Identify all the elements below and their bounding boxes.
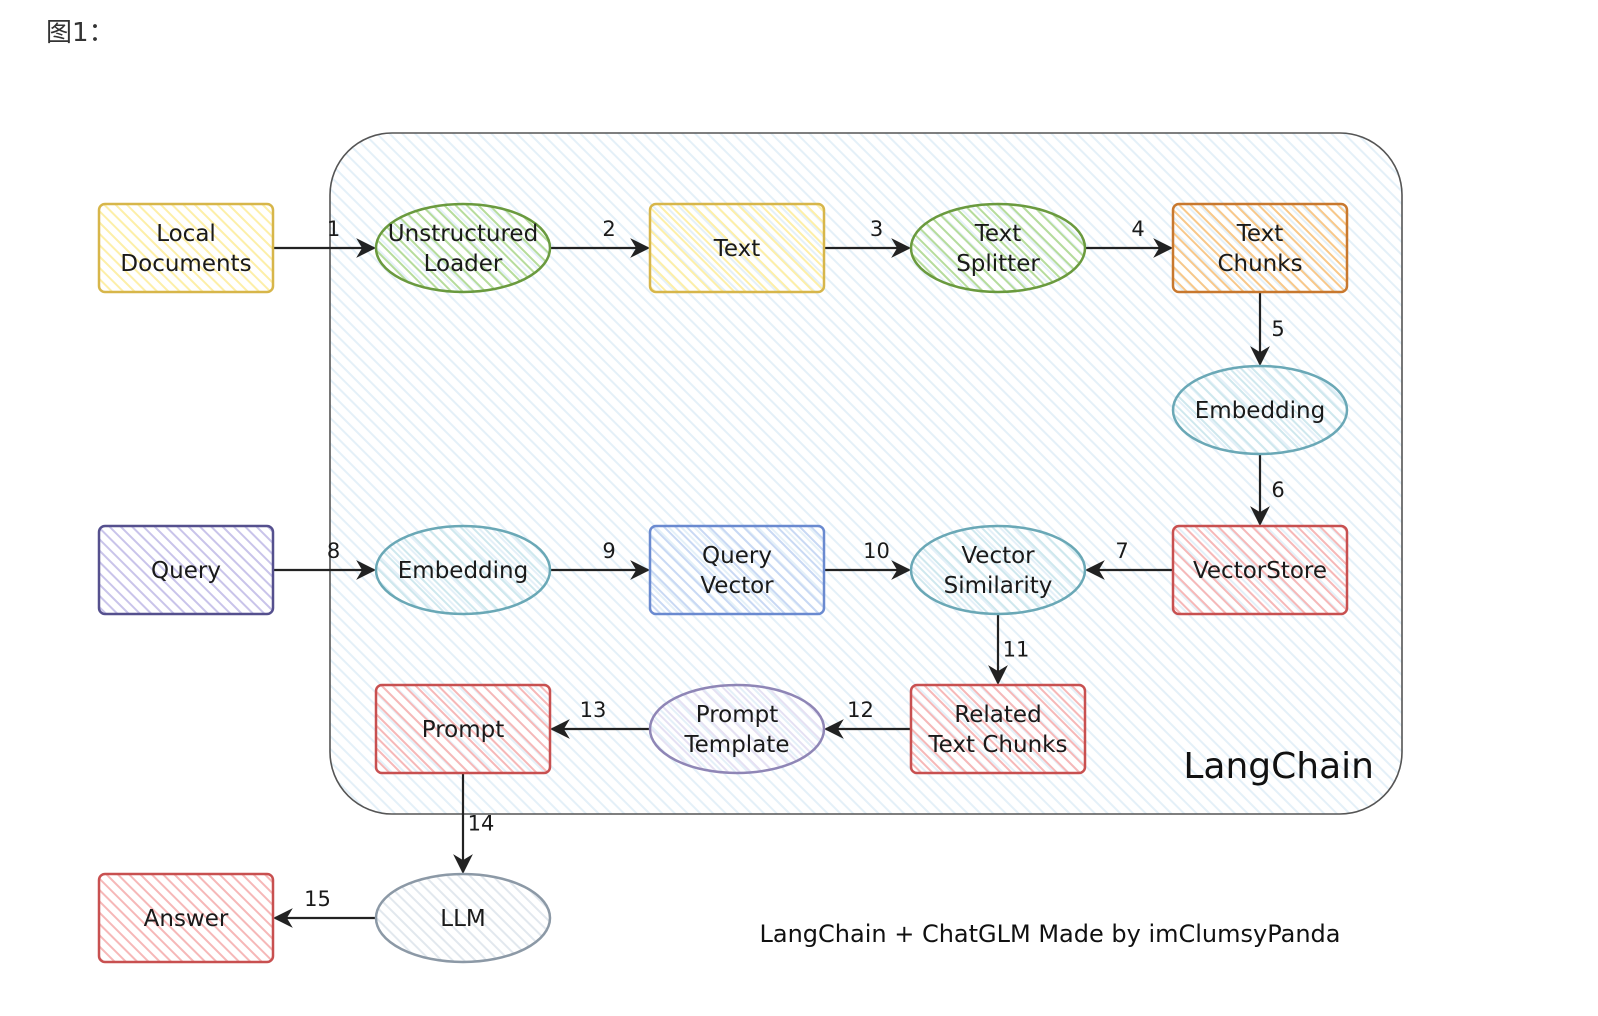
node-llm-label: LLM [440,906,485,932]
node-vectorstore: VectorStore [1171,524,1349,616]
edge-4: 4 [1085,217,1173,258]
edge-3-label: 3 [870,217,883,241]
node-local-documents-shape [97,202,275,294]
edge-10-label: 10 [863,539,890,563]
node-text-splitter-label: Text [974,221,1022,247]
edge-7: 7 [1085,539,1173,580]
edge-15-label: 15 [304,887,331,911]
node-prompt-template-shape [648,683,826,775]
node-embedding-doc-shape [1171,364,1349,456]
node-text-chunks-label: Chunks [1217,251,1302,277]
edge-11: 11 [988,614,1030,685]
node-vector-similarity-shape [909,524,1087,616]
node-embedding-query-shape [374,524,552,616]
node-answer-shape [97,872,275,964]
node-local-documents-label: Documents [120,251,251,277]
node-text-splitter-label: Splitter [956,251,1040,277]
node-embedding-query: Embedding [374,524,552,616]
edge-9: 9 [550,539,650,580]
node-related-text-chunks-shape [909,683,1087,775]
edge-5: 5 [1250,292,1285,366]
edge-6-label: 6 [1271,478,1284,502]
edge-10: 10 [824,539,911,580]
edge-11-label: 11 [1003,638,1030,662]
node-local-documents-label: Local [156,221,216,247]
node-vectorstore-shape [1171,524,1349,616]
edge-13: 13 [550,698,650,739]
node-text-splitter-shape [909,202,1087,294]
edge-8: 8 [273,539,376,580]
node-text-chunks-shape [1171,202,1349,294]
node-text-shape [648,202,826,294]
edge-3: 3 [824,217,911,258]
node-query-shape [97,524,275,616]
node-answer-label: Answer [144,906,229,932]
edge-2-label: 2 [602,217,615,241]
node-prompt: Prompt [374,683,552,775]
node-text: Text [648,202,826,294]
node-answer: Answer [97,872,275,964]
edge-4-label: 4 [1131,217,1144,241]
edge-5-label: 5 [1271,317,1284,341]
node-text-label: Text [713,236,761,262]
edge-12-label: 12 [847,698,874,722]
edge-13-label: 13 [580,698,607,722]
node-query: Query [97,524,275,616]
node-embedding-doc: Embedding [1171,364,1349,456]
langchain-brand-label: LangChain [1183,746,1374,787]
edge-8-label: 8 [327,539,340,563]
node-prompt-template-label: Template [684,732,790,758]
edge-6: 6 [1250,454,1285,526]
node-unstructured-loader-label: Loader [424,251,503,277]
edge-15: 15 [273,887,376,928]
credit-text: LangChain + ChatGLM Made by imClumsyPand… [760,920,1341,948]
edge-14-label: 14 [468,812,495,836]
node-prompt-label: Prompt [422,717,505,743]
edge-12: 12 [824,698,911,739]
node-related-text-chunks-label: Related [954,702,1041,728]
edge-1: 1 [273,217,376,258]
node-vector-similarity-label: Vector [961,543,1035,569]
node-query-vector-shape [648,524,826,616]
node-embedding-query-label: Embedding [398,558,528,584]
edge-2: 2 [550,217,650,258]
node-vectorstore-label: VectorStore [1193,558,1327,584]
node-llm-shape [374,872,552,964]
node-related-text-chunks-label: Text Chunks [928,732,1068,758]
node-unstructured-loader-shape [374,202,552,294]
node-embedding-doc-label: Embedding [1195,398,1325,424]
nodes-layer: LocalDocumentsUnstructuredLoaderTextText… [97,202,1349,964]
edge-7-label: 7 [1115,539,1128,563]
node-query-vector-label: Vector [700,573,774,599]
node-prompt-shape [374,683,552,775]
node-query-label: Query [151,558,221,584]
figure-caption: 图1： [46,18,115,48]
langchain-container [329,132,1403,815]
node-text-chunks-label: Text [1236,221,1284,247]
node-vector-similarity-label: Similarity [944,573,1053,599]
node-query-vector-label: Query [702,543,772,569]
edge-14: 14 [453,773,495,874]
edge-9-label: 9 [602,539,615,563]
node-llm: LLM [374,872,552,964]
edge-1-label: 1 [327,217,340,241]
node-unstructured-loader-label: Unstructured [388,221,538,247]
node-prompt-template-label: Prompt [696,702,779,728]
